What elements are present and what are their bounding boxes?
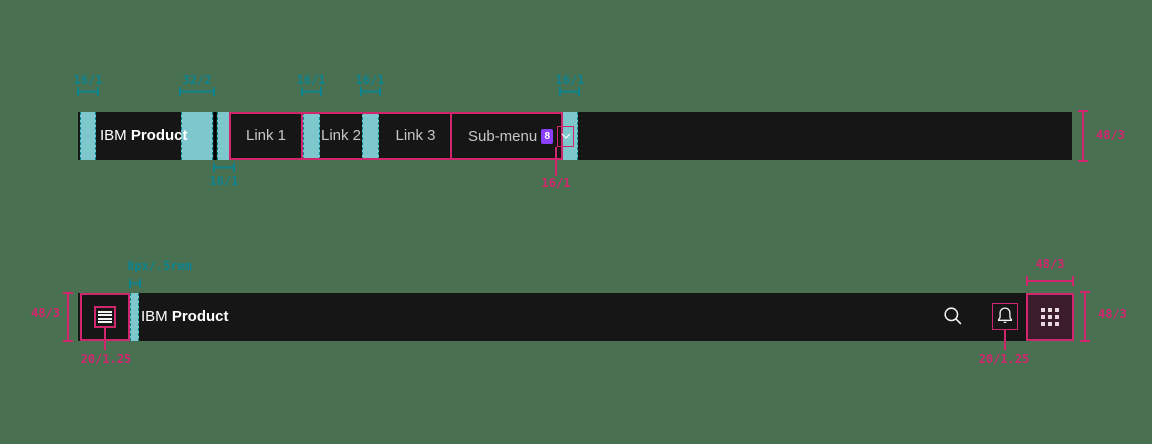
bracket-left-padding bbox=[77, 87, 99, 96]
connector-bell-icon-size bbox=[1004, 330, 1006, 350]
nav-link-3[interactable]: Link 3 bbox=[395, 127, 436, 144]
menu-icon-line bbox=[98, 320, 112, 323]
app-switcher-icon bbox=[1041, 308, 1059, 326]
submenu-label: Sub-menu bbox=[468, 127, 538, 145]
bottom-header-brand: IBM Product bbox=[141, 293, 229, 341]
connector-chevron-size bbox=[555, 147, 557, 176]
menu-icon-line bbox=[98, 314, 112, 317]
submenu-badge: 8 bbox=[541, 128, 554, 144]
connector-menu-icon-size bbox=[104, 328, 106, 350]
bracket-nav-right-gap bbox=[559, 87, 580, 96]
grid-dot bbox=[1048, 315, 1052, 319]
nav-links-outline bbox=[229, 112, 563, 160]
brand-prefix: IBM bbox=[141, 308, 168, 325]
nav-outline-divider-1 bbox=[301, 114, 303, 158]
grid-dot bbox=[1055, 322, 1059, 326]
brand-name: Product bbox=[130, 127, 188, 144]
grid-dot bbox=[1041, 322, 1045, 326]
spacing-strip-left-padding bbox=[80, 112, 96, 160]
annotation-chevron-size: 16/1 bbox=[541, 176, 571, 190]
annotation-nav-left-padding: 16/1 bbox=[209, 174, 239, 188]
grid-dot bbox=[1048, 308, 1052, 312]
grid-dot bbox=[1048, 322, 1052, 326]
bracket-switcher-width bbox=[1026, 276, 1074, 286]
annotation-menu-gap: 8px/.5rem bbox=[127, 259, 193, 273]
spacing-strip-after-brand bbox=[181, 112, 213, 160]
submenu-chevron-button[interactable] bbox=[557, 125, 575, 147]
bell-icon bbox=[997, 307, 1012, 324]
brand-name: Product bbox=[171, 308, 229, 325]
spacing-strip-link-gap-1 bbox=[303, 112, 320, 160]
grid-dot bbox=[1055, 308, 1059, 312]
annotation-menu-icon-size: 20/1.25 bbox=[80, 352, 132, 366]
top-header-brand: IBM Product bbox=[100, 112, 188, 160]
chevron-down-icon bbox=[561, 133, 571, 139]
bracket-switcher-height bbox=[1080, 291, 1090, 342]
grid-dot bbox=[1041, 315, 1045, 319]
notifications-button[interactable] bbox=[992, 303, 1018, 330]
annotation-left-padding: 16/1 bbox=[73, 73, 103, 87]
annotation-switcher-width: 48/3 bbox=[1035, 257, 1065, 271]
annotation-switcher-height: 48/3 bbox=[1098, 307, 1127, 321]
nav-link-2[interactable]: Link 2 bbox=[320, 127, 362, 144]
nav-outline-divider-2 bbox=[450, 114, 452, 158]
annotation-nav-right-gap: 16/1 bbox=[555, 73, 585, 87]
nav-submenu[interactable]: Sub-menu 8 bbox=[468, 112, 575, 160]
bracket-link-gap-2 bbox=[360, 87, 381, 96]
annotation-bottom-bar-height-left: 48/3 bbox=[31, 306, 60, 320]
nav-outline-edge-left bbox=[229, 114, 231, 158]
annotation-link-gap-1: 16/1 bbox=[296, 73, 326, 87]
bracket-menu-gap bbox=[129, 279, 141, 288]
menu-icon-line bbox=[98, 317, 112, 320]
nav-outline-edge-right bbox=[561, 114, 563, 158]
menu-icon-line bbox=[98, 311, 112, 313]
bottom-header-bar bbox=[78, 293, 1074, 341]
app-switcher-button[interactable] bbox=[1026, 293, 1074, 341]
nav-divider-line bbox=[214, 112, 216, 160]
bracket-bottom-bar-height-left bbox=[63, 292, 73, 342]
nav-link-1[interactable]: Link 1 bbox=[245, 127, 287, 144]
annotation-top-bar-height: 48/3 bbox=[1096, 128, 1125, 142]
grid-dot bbox=[1041, 308, 1045, 312]
annotation-after-brand-gap: 32/2 bbox=[182, 73, 212, 87]
spacing-strip-menu-gap bbox=[130, 293, 139, 341]
spacing-strip-link-gap-2 bbox=[362, 112, 379, 160]
menu-icon bbox=[94, 306, 116, 328]
annotation-bell-icon-size: 20/1.25 bbox=[978, 352, 1030, 366]
grid-dot bbox=[1055, 315, 1059, 319]
bracket-after-brand-gap bbox=[179, 87, 215, 96]
annotation-link-gap-2: 16/1 bbox=[355, 73, 385, 87]
search-button[interactable] bbox=[942, 305, 964, 327]
brand-prefix: IBM bbox=[100, 127, 127, 144]
bracket-link-gap-1 bbox=[301, 87, 322, 96]
bracket-top-bar-height bbox=[1078, 110, 1088, 162]
search-icon bbox=[944, 307, 962, 325]
bracket-nav-left-padding bbox=[213, 163, 235, 172]
